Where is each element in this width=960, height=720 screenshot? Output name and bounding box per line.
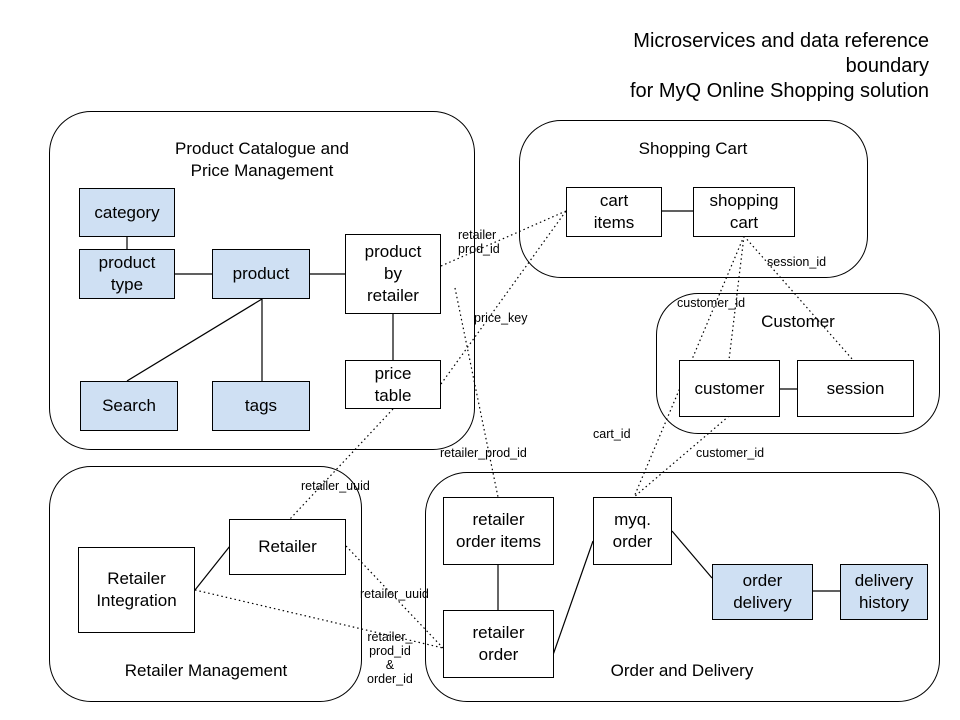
ref-shopping-cart-customer: [728, 235, 745, 361]
ref-retailer-integration-retailer-order: [194, 589, 444, 649]
entity-cart-items[interactable]: cart items: [566, 187, 662, 237]
entity-delivery-history[interactable]: delivery history: [840, 564, 928, 620]
entity-product-by-retailer[interactable]: product by retailer: [345, 234, 441, 314]
group-customer-label: Customer: [761, 312, 835, 331]
link-retailer-order-myq-order: [552, 540, 594, 656]
group-retailer-management: [49, 466, 362, 702]
ref-product-by-retailer-cart-items: [440, 210, 567, 267]
entity-order-delivery[interactable]: order delivery: [712, 564, 813, 620]
entity-session-label: session: [826, 378, 885, 398]
ref-label-retailer-uuid-bottom: retailer_uuid: [360, 587, 429, 601]
entity-myq-order-label: myq. order: [612, 510, 653, 551]
entity-product[interactable]: product: [212, 249, 310, 299]
title-line-1: Microservices and data reference: [633, 30, 929, 52]
entity-search[interactable]: Search: [80, 381, 178, 431]
entity-customer[interactable]: customer: [679, 360, 780, 417]
group-customer: [656, 293, 940, 434]
ref-label-retailer-uuid-top: retailer_uuid: [301, 479, 370, 493]
ref-label-retailer-prod-id-mid: retailer_prod_id: [440, 446, 527, 460]
entity-shopping-cart[interactable]: shopping cart: [693, 187, 795, 237]
entity-retailer-order-items[interactable]: retailer order items: [443, 497, 554, 565]
group-order-delivery-label: Order and Delivery: [610, 661, 754, 680]
ref-label-price-key: price_key: [474, 311, 528, 325]
entity-price-table[interactable]: price table: [345, 360, 441, 409]
entity-search-label: Search: [102, 396, 156, 415]
entity-product-label: product: [232, 264, 290, 283]
entity-retailer-order-label: retailer order: [472, 623, 525, 664]
entity-order-delivery-label: order delivery: [733, 571, 792, 612]
diagram-title: Microservices and data reference boundar…: [509, 29, 929, 104]
link-myq-order-order-delivery: [671, 530, 713, 579]
group-order-delivery: [425, 472, 940, 702]
link-retailer-integration-retailer: [194, 545, 231, 591]
ref-label-retailer-prod-id-top: retailer prod_id: [458, 228, 500, 256]
entity-retailer-order-items-label: retailer order items: [455, 510, 542, 551]
entity-tags-label: tags: [244, 396, 278, 415]
link-product-search: [126, 298, 263, 382]
entity-retailer-integration-label: Retailer Integration: [96, 569, 177, 610]
entity-delivery-history-label: delivery history: [854, 571, 914, 612]
entity-customer-label: customer: [694, 378, 765, 398]
title-line-3: for MyQ Online Shopping solution: [629, 80, 929, 102]
entity-retailer-label: Retailer: [258, 537, 317, 556]
ref-shopping-cart-session: [743, 235, 854, 361]
group-retailer-management-label: Retailer Management: [124, 661, 288, 680]
entity-tags[interactable]: tags: [212, 381, 310, 431]
ref-retailer-retailer-order: [345, 545, 444, 649]
ref-label-session-id: session_id: [767, 255, 827, 269]
entity-retailer-integration[interactable]: Retailer Integration: [78, 547, 195, 633]
group-product-catalogue-label: Product Catalogue and Price Management: [140, 138, 384, 182]
entity-category[interactable]: category: [79, 188, 175, 237]
title-line-2: boundary: [845, 55, 929, 77]
entity-product-type[interactable]: product type: [79, 249, 175, 299]
ref-label-customer-id-top: customer_id: [677, 296, 746, 310]
entity-retailer-order[interactable]: retailer order: [443, 610, 554, 678]
group-product-catalogue-label-line-1: Product Catalogue and: [175, 139, 349, 158]
entity-price-table-label: price table: [374, 363, 412, 405]
group-shopping-cart: [519, 120, 868, 278]
group-product-catalogue: [49, 111, 475, 450]
group-product-catalogue-label-line-2: Price Management: [190, 161, 334, 180]
ref-label-retailer-prod-id-order-id: retailer_ prod_id & order_id: [367, 630, 413, 686]
entity-retailer[interactable]: Retailer: [229, 519, 346, 575]
group-shopping-cart-label: Shopping Cart: [638, 139, 748, 158]
ref-customer-myq-order: [633, 415, 730, 498]
ref-label-cart-id: cart_id: [593, 427, 631, 441]
entity-session[interactable]: session: [797, 360, 914, 417]
entity-cart-items-label: cart items: [593, 191, 635, 232]
entity-category-label: category: [94, 202, 160, 222]
entity-product-type-label: product type: [98, 253, 156, 294]
entity-product-by-retailer-label: product by retailer: [364, 242, 422, 305]
ref-label-customer-id-bottom: customer_id: [696, 446, 765, 460]
entity-myq-order[interactable]: myq. order: [593, 497, 672, 565]
entity-shopping-cart-label: shopping cart: [709, 191, 779, 232]
